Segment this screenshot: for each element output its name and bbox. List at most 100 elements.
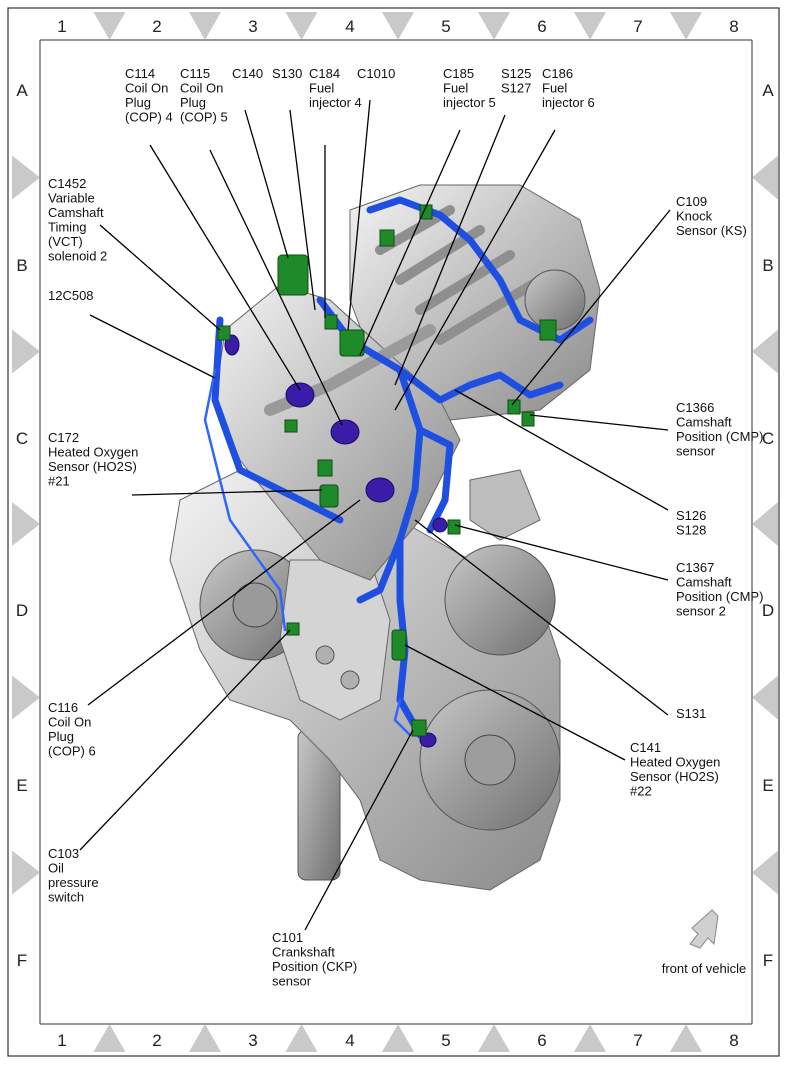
c185-connector-icon [379, 229, 395, 247]
callout-line: Fuel [309, 81, 334, 96]
row-label-right: A [762, 81, 774, 100]
callout-line: Camshaft [48, 205, 104, 220]
callout-s131: S131 [676, 706, 706, 721]
timing-bolt-2 [340, 670, 360, 690]
callout-line: #22 [630, 784, 652, 799]
callout-c1010: C1010 [357, 66, 395, 81]
callout-line: C1366 [676, 400, 714, 415]
grid-marker-top [478, 12, 510, 40]
column-label-top: 7 [633, 17, 642, 36]
callout-line: (COP) 4 [125, 110, 173, 125]
grid-marker-right [752, 675, 778, 720]
callout-line: Plug [48, 729, 74, 744]
ho2s21-connector-icon [319, 484, 339, 508]
callout-line: C140 [232, 66, 263, 81]
grid-marker-top [670, 12, 702, 40]
engine-illustration [169, 184, 601, 891]
column-label-bottom: 7 [633, 1031, 642, 1050]
callout-line: #21 [48, 474, 70, 489]
callout-line: (COP) 5 [180, 110, 228, 125]
callout-line: injector 5 [443, 95, 496, 110]
grid-marker-left [12, 329, 40, 374]
callout-line: Coil On [180, 81, 223, 96]
row-label-left: E [16, 776, 27, 795]
grid-marker-top [382, 12, 414, 40]
diagram-border [7, 7, 780, 1057]
callout-c1452: C1452VariableCamshaftTiming(VCT)solenoid… [48, 176, 107, 264]
callout-line: Crankshaft [272, 945, 335, 960]
timing-bolt-1 [315, 645, 335, 665]
upper-right-connector-icon [539, 319, 557, 341]
callout-line: C141 [630, 740, 661, 755]
callout-line: sensor [676, 444, 716, 459]
grid-marker-bottom [670, 1024, 702, 1052]
callout-c140: C140 [232, 66, 263, 81]
grid-marker-right [752, 155, 778, 200]
callout-line: Oil [48, 861, 64, 876]
column-label-bottom: 8 [729, 1031, 738, 1050]
c140-connector-icon [277, 254, 309, 296]
callout-line: C1452 [48, 176, 86, 191]
callout-line: Camshaft [676, 575, 732, 590]
grid-marker-bottom [189, 1024, 221, 1052]
row-label-right: F [763, 951, 773, 970]
row-label-right: E [762, 776, 773, 795]
vct-connector-icon [217, 325, 231, 341]
grid-marker-left [12, 155, 40, 200]
callout-line: C103 [48, 846, 79, 861]
cmp2-purple-icon [432, 517, 448, 533]
column-label-top: 5 [441, 17, 450, 36]
row-label-right: C [762, 429, 774, 448]
c1367-connector-icon [447, 519, 461, 535]
coil-6-icon [365, 477, 395, 503]
front-arrow-icon [689, 909, 719, 949]
callout-line: Coil On [48, 715, 91, 730]
callout-line: C116 [48, 700, 78, 715]
grid-marker-top [189, 12, 221, 40]
callout-line: Plug [125, 95, 151, 110]
callout-line: Fuel [443, 81, 468, 96]
callout-line: Knock [676, 209, 713, 224]
front-of-vehicle-label: front of vehicle [662, 961, 747, 976]
column-label-top: 4 [345, 17, 354, 36]
callout-line: Variable [48, 191, 95, 206]
callout-line: C1010 [357, 66, 395, 81]
callout-line: Fuel [542, 81, 567, 96]
column-label-bottom: 1 [57, 1031, 66, 1050]
grid-marker-left [12, 850, 40, 895]
callout-line: S128 [676, 523, 706, 538]
lower-coil-connector-icon [317, 459, 333, 477]
ho2s22-connector-icon [391, 629, 407, 661]
callout-line: C114 [125, 66, 155, 81]
grid-marker-left [12, 675, 40, 720]
row-label-left: F [17, 951, 27, 970]
connectors [217, 204, 557, 737]
flywheel-hub [464, 734, 516, 786]
column-label-top: 8 [729, 17, 738, 36]
grid-marker-top [285, 12, 318, 40]
c1010-connector-icon [339, 329, 365, 357]
grid-marker-top [93, 12, 126, 40]
grid-marker-bottom [285, 1024, 318, 1052]
column-label-top: 3 [248, 17, 257, 36]
callout-line: C1367 [676, 560, 714, 575]
coil-5-icon [330, 419, 360, 445]
callout-line: Timing [48, 220, 87, 235]
grid-markers [12, 12, 778, 1052]
grid-marker-bottom [93, 1024, 126, 1052]
callout-line: sensor [272, 974, 312, 989]
